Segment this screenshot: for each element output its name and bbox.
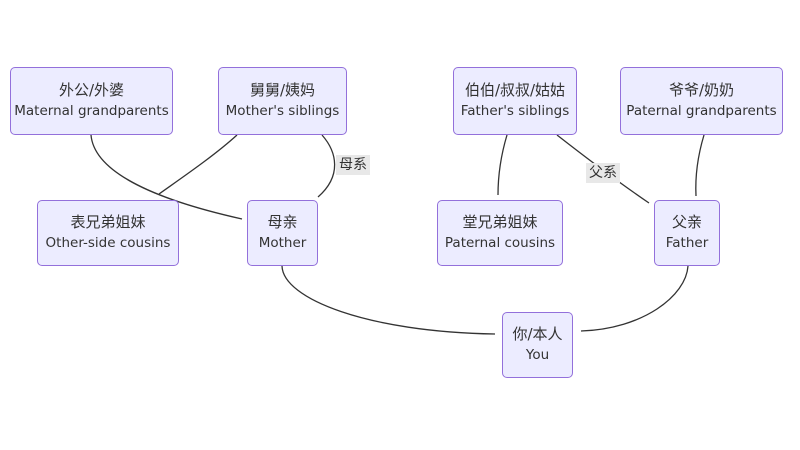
edge-fathers-siblings-to-father-label: 父系	[586, 163, 620, 183]
node-fathers-siblings: 伯伯/叔叔/姑姑 Father's siblings	[453, 67, 577, 135]
node-you-label-en: You	[525, 347, 550, 363]
node-mothers-siblings-label-zh: 舅舅/姨妈	[249, 81, 316, 99]
node-other-side-cousins-label-en: Other-side cousins	[45, 235, 171, 251]
node-mothers-siblings-label-en: Mother's siblings	[225, 103, 340, 119]
edge-mothers-siblings-to-mother-label: 母系	[336, 155, 370, 175]
node-other-side-cousins-label-zh: 表兄弟姐妹	[70, 213, 146, 231]
node-paternal-cousins-label-en: Paternal cousins	[444, 235, 556, 251]
edge-mothers-siblings-to-cousins	[158, 134, 238, 195]
node-maternal-grandparents: 外公/外婆 Maternal grandparents	[10, 67, 173, 135]
node-paternal-cousins: 堂兄弟姐妹 Paternal cousins	[437, 200, 563, 266]
node-mothers-siblings: 舅舅/姨妈 Mother's siblings	[218, 67, 347, 135]
node-maternal-grandparents-label-zh: 外公/外婆	[58, 81, 125, 99]
edge-mother-to-you	[281, 265, 496, 335]
node-other-side-cousins: 表兄弟姐妹 Other-side cousins	[37, 200, 179, 266]
node-mother-label-zh: 母亲	[267, 213, 298, 231]
edge-maternal-grandparents-to-mother	[90, 134, 243, 220]
edge-mothers-siblings-to-mother	[317, 134, 336, 198]
node-mother: 母亲 Mother	[247, 200, 318, 266]
node-maternal-grandparents-label-en: Maternal grandparents	[14, 103, 169, 119]
edge-father-to-you	[580, 265, 689, 332]
node-you: 你/本人 You	[502, 312, 573, 378]
node-father-label-en: Father	[665, 235, 709, 251]
edge-paternal-grandparents-to-father	[695, 134, 705, 197]
node-paternal-grandparents: 爷爷/奶奶 Paternal grandparents	[620, 67, 783, 135]
node-you-label-zh: 你/本人	[512, 325, 563, 343]
node-paternal-grandparents-label-zh: 爷爷/奶奶	[668, 81, 735, 99]
node-fathers-siblings-label-zh: 伯伯/叔叔/姑姑	[464, 81, 566, 99]
node-paternal-grandparents-label-en: Paternal grandparents	[626, 103, 777, 119]
node-father-label-zh: 父亲	[671, 213, 702, 231]
node-mother-label-en: Mother	[258, 235, 307, 251]
node-paternal-cousins-label-zh: 堂兄弟姐妹	[462, 213, 538, 231]
node-father: 父亲 Father	[654, 200, 720, 266]
node-fathers-siblings-label-en: Father's siblings	[460, 103, 570, 119]
edge-fathers-siblings-to-cousins	[497, 134, 508, 196]
